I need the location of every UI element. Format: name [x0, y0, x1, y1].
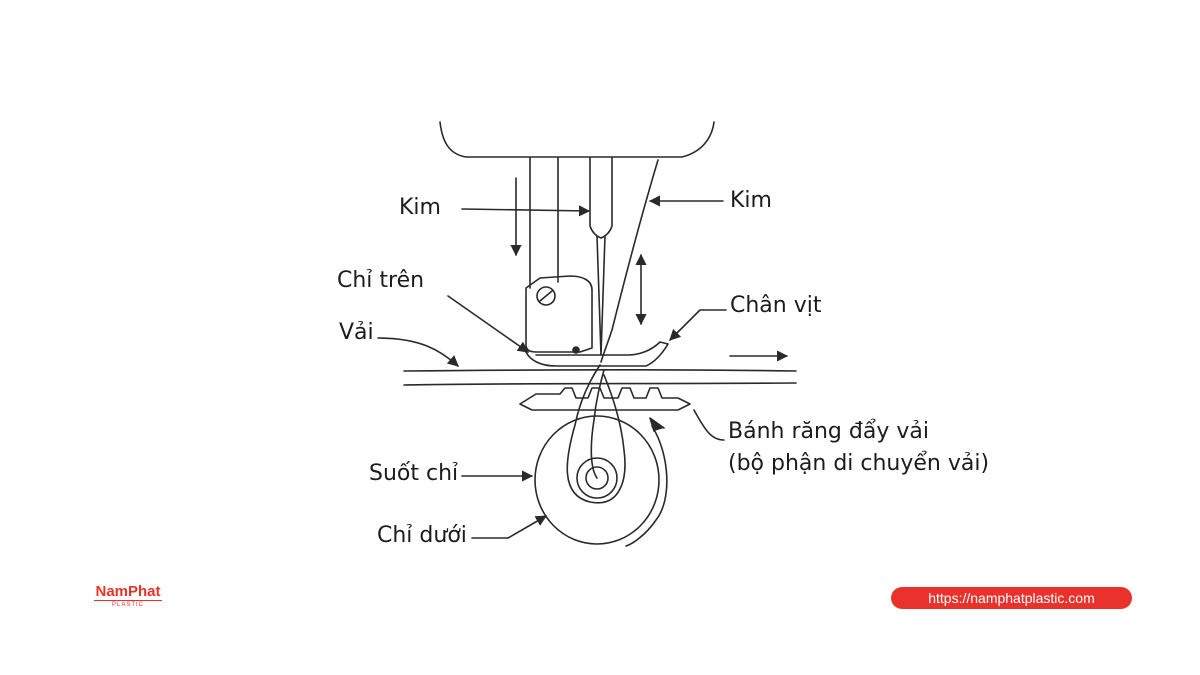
- label-kim-right: Kim: [730, 188, 772, 213]
- label-suot-chi: Suốt chỉ: [369, 461, 459, 486]
- chi-tren-pointer: [447, 295, 529, 353]
- bobbin-center: [576, 457, 618, 499]
- chan-vit-pointer: [669, 309, 727, 341]
- foot-screw: [536, 286, 556, 306]
- label-kim-left: Kim: [399, 195, 441, 220]
- fabric-bottom: [403, 382, 797, 386]
- label-chi-tren: Chỉ trên: [337, 268, 425, 293]
- presser-foot: [525, 275, 593, 353]
- label-vai: Vải: [339, 320, 374, 345]
- needle-bar: [589, 157, 613, 239]
- presser-bar: [529, 157, 559, 289]
- rotation-arc: [625, 425, 668, 547]
- needle: [596, 235, 606, 356]
- label-chi-duoi: Chỉ dưới: [377, 523, 467, 548]
- label-banh-rang-line1: Bánh răng đẩy vải: [728, 419, 929, 444]
- fabric-top: [403, 369, 797, 372]
- label-chan-vit: Chân vịt: [730, 293, 822, 318]
- feed-dog: [519, 387, 691, 411]
- upper-thread: [600, 159, 659, 363]
- website-url-badge[interactable]: https://namphatplastic.com: [891, 587, 1132, 609]
- bobbin: [534, 415, 660, 545]
- label-banh-rang-line2: (bộ phận di chuyển vải): [728, 451, 990, 476]
- namphat-logo[interactable]: NamPhat PLASTIC: [86, 584, 170, 610]
- chi-duoi-pointer: [471, 515, 547, 539]
- logo-sub: PLASTIC: [94, 600, 162, 610]
- banh-rang-pointer: [693, 409, 725, 441]
- kim-left-pointer: [461, 205, 591, 217]
- logo-brand: NamPhat: [95, 583, 161, 600]
- thread-loop: [566, 364, 626, 504]
- machine-head: [439, 121, 715, 158]
- vai-pointer: [377, 337, 459, 367]
- presser-foot-sole: [525, 341, 669, 367]
